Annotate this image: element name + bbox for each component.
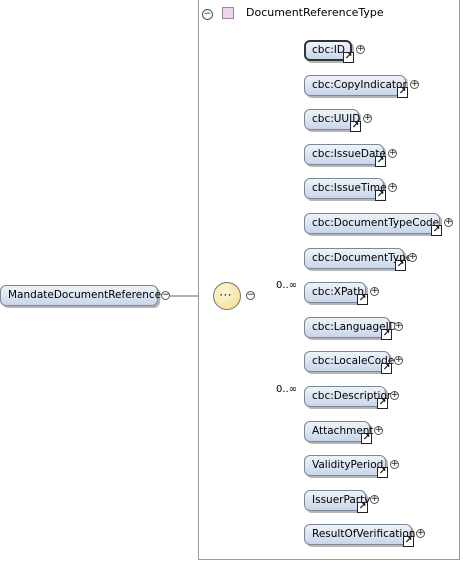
element-label: cbc:ID xyxy=(312,44,345,56)
element-label: cbc:XPath xyxy=(312,286,365,298)
cardinality-label: 0..∞ xyxy=(276,384,298,395)
reference-arrow-icon: ↗ xyxy=(381,363,392,374)
reference-arrow-icon: ↗ xyxy=(343,52,354,63)
element-node[interactable]: cbc:LocaleCode xyxy=(304,351,394,372)
reference-arrow-icon: ↗ xyxy=(357,502,368,513)
element-node[interactable]: cbc:IssueTime xyxy=(304,178,387,199)
reference-arrow-icon: ↗ xyxy=(361,433,372,444)
element-label: cbc:IssueDate xyxy=(312,148,386,160)
element-label: cbc:UUID xyxy=(312,113,361,125)
expand-icon[interactable]: + xyxy=(356,44,365,54)
element-label: Attachment xyxy=(312,425,374,437)
expand-icon[interactable]: + xyxy=(444,217,453,227)
element-label: ValidityPeriod xyxy=(312,459,384,471)
cardinality-label: 0..∞ xyxy=(276,280,298,291)
element-node[interactable]: cbc:DocumentType xyxy=(304,248,412,269)
element-node[interactable]: cbc:CopyIndicator xyxy=(304,75,407,96)
element-node[interactable]: Attachment xyxy=(304,421,374,442)
element-node[interactable]: cbc:Description xyxy=(304,386,394,407)
element-label: cbc:DocumentType xyxy=(312,252,413,264)
root-element[interactable]: MandateDocumentReference xyxy=(0,285,162,306)
type-header: − DocumentReferenceType xyxy=(200,3,458,25)
root-collapse-icon[interactable]: − xyxy=(161,290,170,300)
expand-icon[interactable]: + xyxy=(388,148,397,158)
element-node[interactable]: cbc:XPath xyxy=(304,282,366,303)
reference-arrow-icon: ↗ xyxy=(375,156,386,167)
reference-arrow-icon: ↗ xyxy=(377,467,388,478)
expand-icon[interactable]: + xyxy=(363,113,372,123)
element-label: cbc:LanguageID xyxy=(312,321,397,333)
reference-arrow-icon: ↗ xyxy=(357,294,368,305)
element-node[interactable]: cbc:UUID xyxy=(304,109,361,130)
element-label: cbc:CopyIndicator xyxy=(312,79,407,91)
reference-arrow-icon: ↗ xyxy=(375,190,386,201)
element-node[interactable]: IssuerParty xyxy=(304,490,370,511)
expand-icon[interactable]: + xyxy=(416,528,425,538)
reference-arrow-icon: ↗ xyxy=(377,398,388,409)
element-node[interactable]: cbc:ID xyxy=(304,40,352,61)
expand-icon[interactable]: + xyxy=(408,252,417,262)
element-label: ResultOfVerification xyxy=(312,528,416,540)
type-title: DocumentReferenceType xyxy=(246,6,384,19)
sequence-compositor[interactable]: ⋯ xyxy=(213,282,241,310)
expand-icon[interactable]: + xyxy=(394,321,403,331)
element-label: cbc:Description xyxy=(312,390,394,402)
expand-icon[interactable]: + xyxy=(374,425,383,435)
reference-arrow-icon: ↗ xyxy=(431,225,442,236)
element-node[interactable]: cbc:LanguageID xyxy=(304,317,397,338)
element-label: cbc:DocumentTypeCode xyxy=(312,217,440,229)
reference-arrow-icon: ↗ xyxy=(403,536,414,547)
element-node[interactable]: cbc:DocumentTypeCode xyxy=(304,213,440,234)
expand-icon[interactable]: + xyxy=(394,355,403,365)
element-label: cbc:LocaleCode xyxy=(312,355,395,367)
expand-icon[interactable]: + xyxy=(370,286,379,296)
reference-arrow-icon: ↗ xyxy=(350,121,361,132)
sequence-collapse-icon[interactable]: − xyxy=(246,290,255,300)
collapse-icon[interactable]: − xyxy=(202,9,213,20)
sequence-compositor-icon: ⋯ xyxy=(219,288,232,303)
element-label: IssuerParty xyxy=(312,494,371,506)
reference-arrow-icon: ↗ xyxy=(395,260,406,271)
element-node[interactable]: ResultOfVerification xyxy=(304,524,416,545)
element-node[interactable]: ValidityPeriod xyxy=(304,455,386,476)
reference-arrow-icon: ↗ xyxy=(381,329,392,340)
reference-arrow-icon: ↗ xyxy=(397,87,408,98)
element-label: cbc:IssueTime xyxy=(312,182,387,194)
expand-icon[interactable]: + xyxy=(388,182,397,192)
expand-icon[interactable]: + xyxy=(410,79,419,89)
element-node[interactable]: cbc:IssueDate xyxy=(304,144,386,165)
complex-type-icon xyxy=(222,7,234,19)
expand-icon[interactable]: + xyxy=(390,459,399,469)
expand-icon[interactable]: + xyxy=(390,390,399,400)
expand-icon[interactable]: + xyxy=(370,494,379,504)
root-label: MandateDocumentReference xyxy=(8,289,162,301)
